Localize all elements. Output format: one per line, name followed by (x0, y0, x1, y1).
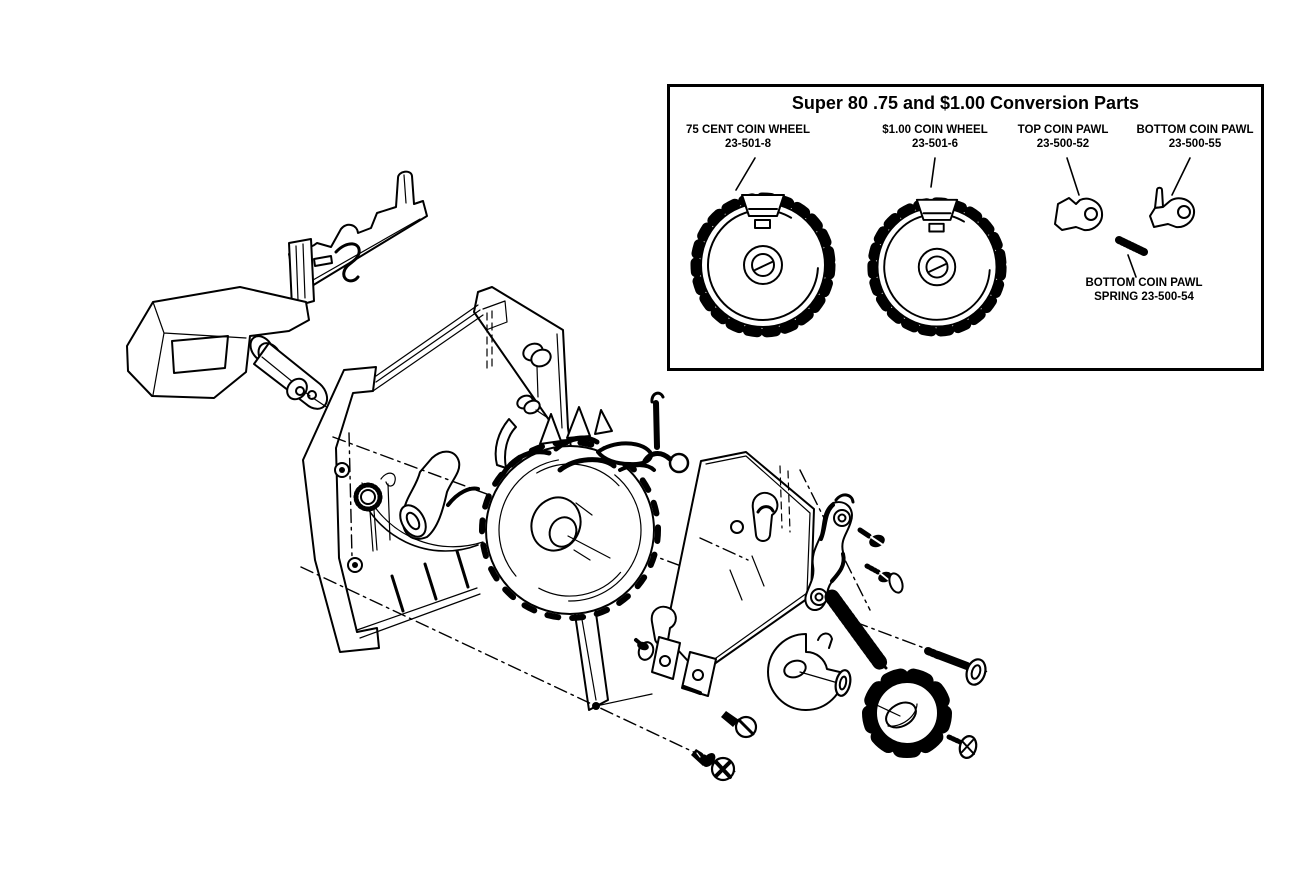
spring-part (824, 589, 889, 672)
screw-washer-part (864, 563, 904, 594)
top-bracket-part (288, 170, 428, 308)
inset-title: Super 80 .75 and $1.00 Conversion Parts (791, 93, 1140, 113)
coin-wheel-75-icon (686, 188, 841, 343)
part-number: 23-500-52 (1036, 137, 1090, 150)
bottom-coin-pawl-icon (1149, 186, 1196, 229)
label-bottom-coin-pawl-spring: BOTTOM COIN PAWL SPRING 23-500-54 (1085, 277, 1202, 304)
leader-lines (735, 157, 1191, 278)
part-name: BOTTOM COIN PAWL (1136, 124, 1254, 136)
label-top-coin-pawl: TOP COIN PAWL 23-500-52 (1018, 124, 1109, 151)
conversion-parts-inset: Super 80 .75 and $1.00 Conversion Parts … (667, 84, 1264, 371)
screw-phillips-part (691, 749, 736, 782)
bolt-part (924, 647, 987, 686)
label-75-cent-coin-wheel: 75 CENT COIN WHEEL 23-501-8 (686, 124, 810, 151)
part-number: SPRING 23-500-54 (1094, 290, 1194, 303)
pivot-bushing-part (286, 377, 335, 413)
cam-disc-part (767, 632, 845, 711)
bottom-coin-pawl-spring-icon (1115, 236, 1148, 256)
label-bottom-coin-pawl: BOTTOM COIN PAWL 23-500-55 (1136, 124, 1253, 151)
part-name: BOTTOM COIN PAWL (1085, 277, 1203, 289)
coin-wheel-100-icon (863, 193, 1012, 342)
part-name: $1.00 COIN WHEEL (882, 124, 988, 136)
screw-top-part (857, 527, 885, 548)
part-number: 23-500-55 (1168, 137, 1222, 150)
link-plates-part (650, 605, 717, 697)
label-1-dollar-coin-wheel: $1.00 COIN WHEEL 23-501-6 (882, 124, 987, 151)
release-lever-part (804, 493, 855, 612)
screw-tiny-part (634, 638, 655, 661)
part-number: 23-501-6 (911, 137, 959, 150)
screw-bottom-right-part (946, 734, 978, 759)
washer-part (834, 669, 852, 697)
part-number: 23-501-8 (724, 137, 772, 150)
left-frame-part (302, 304, 484, 653)
screw-slotted-part (721, 711, 758, 739)
top-coin-pawl-icon (1054, 197, 1104, 232)
coin-wheel-assembly-part (446, 391, 690, 621)
inset-illustrations (670, 157, 1196, 368)
part-name: 75 CENT COIN WHEEL (686, 124, 810, 136)
star-gear-part (862, 668, 952, 758)
part-name: TOP COIN PAWL (1017, 124, 1109, 136)
